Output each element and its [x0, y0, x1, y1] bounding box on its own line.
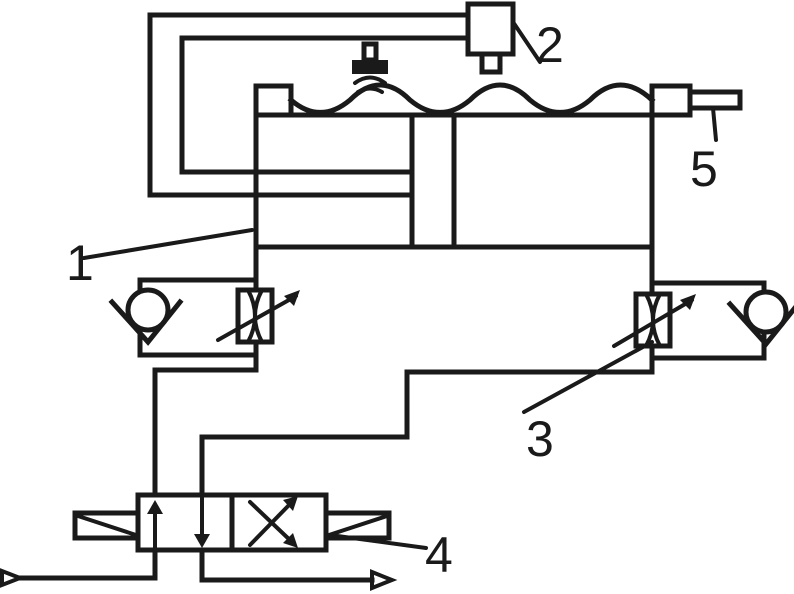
pressure-line: [0, 547, 158, 588]
hydraulic-cylinder: [253, 83, 693, 286]
label-3: 3: [526, 411, 554, 467]
return-line: [199, 547, 398, 591]
label-1: 1: [66, 235, 94, 291]
left-throttle-check-valve: [108, 277, 300, 373]
right-supply-line: [199, 355, 655, 498]
probe: [352, 41, 388, 94]
right-throttle-check-valve: [612, 280, 794, 361]
wavy-surface: [287, 82, 656, 115]
sensor-2: [465, 1, 542, 75]
inner-feedback-line: [179, 35, 471, 175]
left-supply-line: [152, 367, 259, 498]
label-5: 5: [690, 141, 718, 197]
leader-3: [522, 340, 654, 414]
stylus-5: [687, 89, 743, 142]
left-check-ball: [125, 287, 171, 333]
leader-4: [328, 533, 428, 550]
left-end-cap: [253, 83, 294, 118]
outer-feedback-line: [147, 12, 471, 198]
directional-valve-4: [72, 492, 392, 553]
right-end-cap: [649, 83, 693, 118]
leader-1: [82, 228, 254, 260]
right-check-ball: [743, 289, 789, 335]
piston: [409, 112, 457, 250]
label-4: 4: [425, 527, 453, 583]
label-2: 2: [536, 17, 564, 73]
